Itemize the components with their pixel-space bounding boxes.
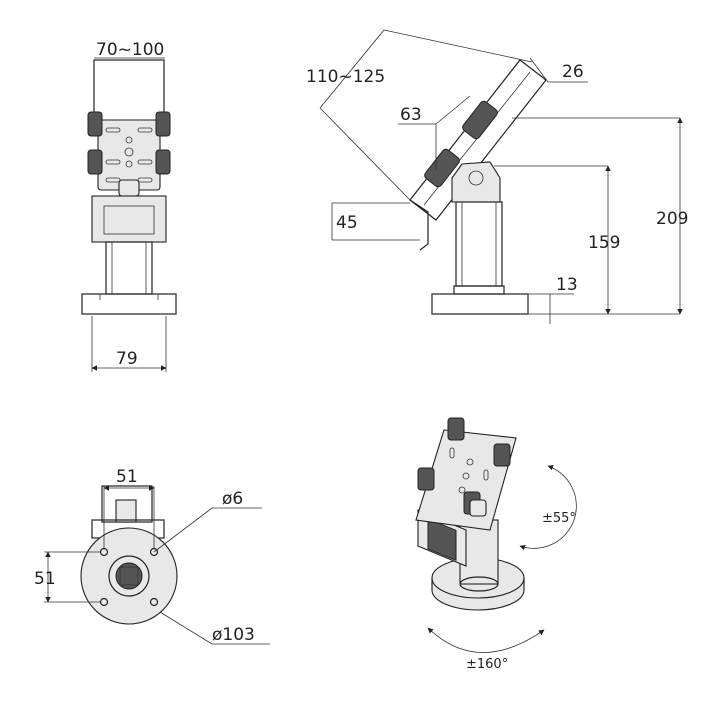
front-knob — [118, 179, 140, 197]
isometric-view: ±55° ±160° — [415, 417, 577, 672]
side-pivot — [451, 161, 501, 203]
iso-tilt-label: ±55° — [542, 511, 576, 526]
front-width-label: 70~100 — [96, 40, 164, 60]
bottom-hole-spacing-y-label: 51 — [34, 569, 56, 589]
front-base-width-label: 79 — [116, 349, 138, 369]
iso-rotation-arc — [427, 627, 545, 653]
bottom-center-hub — [115, 562, 143, 590]
iso-clamp — [417, 467, 435, 491]
bottom-hole — [149, 597, 159, 607]
side-column — [455, 201, 503, 287]
side-view: 110~125 26 63 45 159 209 13 — [306, 29, 688, 324]
side-base — [431, 293, 529, 315]
bottom-hole — [149, 547, 159, 557]
side-hook — [409, 199, 429, 251]
front-base — [81, 293, 177, 315]
bottom-hole — [99, 547, 109, 557]
front-clamp-left-lower — [87, 149, 103, 175]
bottom-hole-diameter-label: ø6 — [222, 489, 243, 509]
front-view: 70~100 79 — [81, 40, 177, 372]
front-clamp-left-upper — [87, 111, 103, 137]
front-clamp-right-lower — [155, 149, 171, 175]
front-plate-top — [93, 59, 165, 123]
bottom-view: 51 51 ø6 ø103 — [34, 467, 270, 645]
iso-clamp — [447, 417, 465, 441]
side-pivot-height-label: 159 — [588, 233, 620, 253]
side-total-height-label: 209 — [656, 209, 688, 229]
iso-rotation-label: ±160° — [466, 657, 508, 672]
iso-tilt-arc — [519, 465, 577, 551]
side-thickness-label: 26 — [562, 62, 584, 82]
side-clamp-lower — [424, 148, 460, 188]
side-slot-label: 63 — [400, 105, 422, 125]
bottom-hole-spacing-x-label: 51 — [116, 467, 138, 487]
side-clamp-upper — [462, 100, 498, 140]
front-bracket — [91, 195, 167, 243]
side-length-label: 110~125 — [306, 67, 385, 87]
front-column — [105, 241, 153, 295]
side-base-thickness-label: 13 — [556, 275, 578, 295]
bottom-hole — [99, 597, 109, 607]
front-clamp-right-upper — [155, 111, 171, 137]
side-hook-label: 45 — [336, 213, 358, 233]
iso-clamp — [493, 443, 511, 467]
bottom-base-diameter-label: ø103 — [212, 625, 255, 645]
